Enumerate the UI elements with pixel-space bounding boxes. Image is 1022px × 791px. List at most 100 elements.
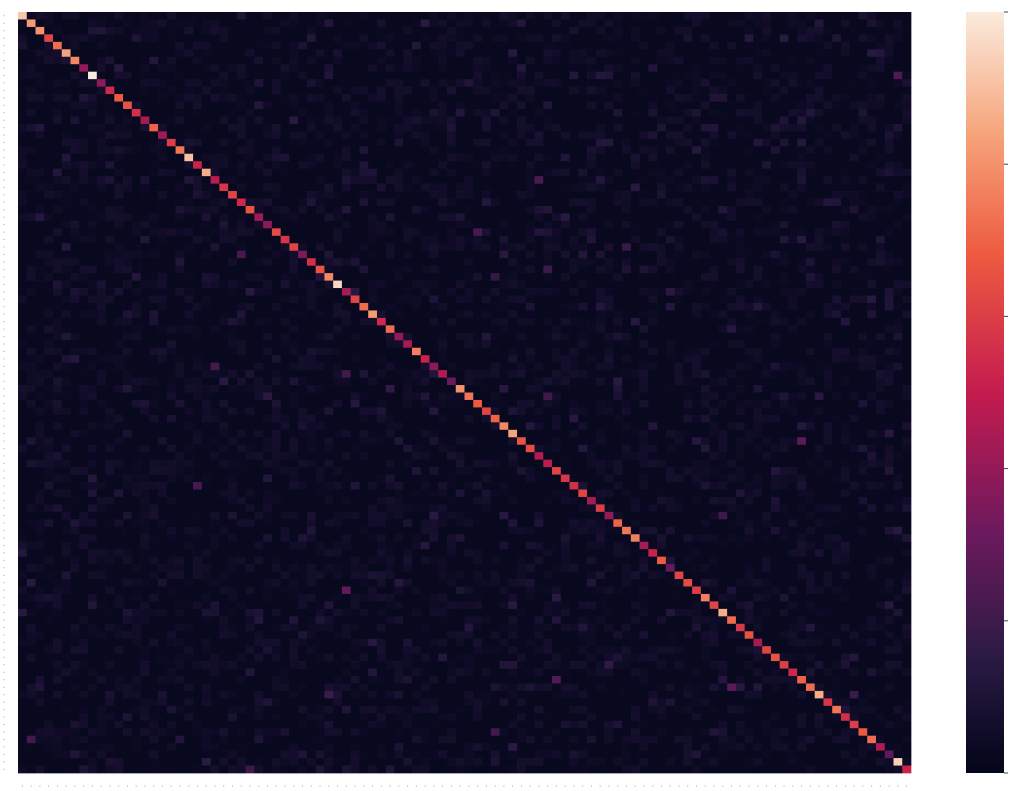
heatmap-cell <box>814 86 824 95</box>
heatmap-cell <box>289 220 299 229</box>
heatmap-cell <box>403 228 413 237</box>
heatmap-cell <box>490 49 500 58</box>
heatmap-cell <box>849 101 859 110</box>
heatmap-cell <box>788 228 798 237</box>
heatmap-cell <box>534 288 544 296</box>
heatmap-cell <box>867 325 877 334</box>
heatmap-cell <box>254 205 264 214</box>
heatmap-cell <box>595 302 605 311</box>
heatmap-cell <box>674 347 684 356</box>
heatmap-cell <box>823 198 833 207</box>
heatmap-cell <box>683 355 693 364</box>
heatmap-cell <box>814 243 824 252</box>
heatmap-cell <box>376 205 387 214</box>
heatmap-cell <box>578 370 588 378</box>
heatmap-cell <box>376 370 387 378</box>
heatmap-cell <box>271 64 281 73</box>
heatmap-cell <box>184 228 194 237</box>
heatmap-cell <box>254 310 264 319</box>
heatmap-cell <box>832 295 842 304</box>
heatmap-cell <box>630 288 640 296</box>
heatmap-cell <box>210 220 220 229</box>
heatmap-cell <box>193 295 203 304</box>
heatmap-cell <box>254 49 264 58</box>
heatmap-cell <box>849 138 859 147</box>
heatmap-cell <box>219 362 229 371</box>
heatmap-cell <box>359 325 369 334</box>
heatmap-cell <box>324 101 334 110</box>
heatmap-cell <box>508 220 518 229</box>
heatmap-cell <box>683 317 693 326</box>
heatmap-cell <box>455 153 465 162</box>
heatmap-cell <box>359 191 369 199</box>
heatmap-cell <box>508 325 518 334</box>
heatmap-cell <box>587 191 597 199</box>
heatmap-cell <box>718 64 728 73</box>
heatmap-cell <box>105 183 115 192</box>
heatmap-cell <box>455 94 465 102</box>
heatmap-cell <box>543 243 553 252</box>
heatmap-cell <box>552 101 562 110</box>
heatmap-cell <box>298 325 308 334</box>
heatmap-cell <box>482 317 492 326</box>
heatmap-cell <box>630 250 640 259</box>
heatmap-cell <box>578 116 588 125</box>
heatmap-cell <box>805 146 816 155</box>
heatmap-cell <box>814 332 824 341</box>
heatmap-cell <box>184 235 194 244</box>
heatmap-cell <box>709 310 719 319</box>
heatmap-cell <box>333 86 343 95</box>
heatmap-cell <box>630 146 640 155</box>
heatmap-cell <box>525 273 535 281</box>
heatmap-cell <box>587 325 597 334</box>
heatmap-cell <box>61 41 71 50</box>
heatmap-cell <box>210 347 220 356</box>
heatmap-cell <box>525 94 535 102</box>
heatmap-cell <box>263 235 273 244</box>
heatmap-cell <box>359 123 369 132</box>
heatmap-cell <box>455 310 465 319</box>
heatmap-cell <box>315 317 325 326</box>
heatmap-cell <box>70 332 80 341</box>
heatmap-cell <box>341 347 352 356</box>
heatmap-cell <box>867 295 877 304</box>
heatmap-cell <box>622 288 632 296</box>
heatmap-cell <box>271 302 281 311</box>
heatmap-cell <box>858 64 868 73</box>
heatmap-cell <box>193 310 203 319</box>
heatmap-cell <box>271 153 281 162</box>
heatmap-cell <box>403 280 413 289</box>
heatmap-cell <box>630 49 640 58</box>
heatmap-cell <box>18 26 28 35</box>
heatmap-cell <box>858 131 868 140</box>
heatmap-cell <box>26 49 36 58</box>
heatmap-cell <box>289 265 299 274</box>
heatmap-cell <box>534 213 544 222</box>
heatmap-cell <box>123 49 133 58</box>
heatmap-cell <box>455 191 465 199</box>
heatmap-cell <box>875 64 886 73</box>
heatmap-cell <box>140 79 150 87</box>
heatmap-cell <box>26 362 36 371</box>
heatmap-cell <box>525 355 535 364</box>
heatmap-cell <box>587 355 597 364</box>
heatmap-cell <box>875 317 886 326</box>
heatmap-cell <box>105 273 115 281</box>
heatmap-cell <box>368 355 378 364</box>
heatmap-cell <box>149 101 159 110</box>
heatmap-cell <box>744 176 754 184</box>
heatmap-cell <box>762 362 772 371</box>
heatmap-cell <box>744 64 754 73</box>
heatmap-cell <box>429 362 439 371</box>
heatmap-cell <box>324 302 334 311</box>
heatmap-cell <box>770 176 781 184</box>
heatmap-cell <box>867 280 877 289</box>
heatmap-cell <box>525 116 535 125</box>
heatmap-cell <box>648 362 658 371</box>
heatmap-cell <box>840 108 851 117</box>
heatmap-cell <box>271 198 281 207</box>
heatmap-cell <box>131 325 141 334</box>
heatmap-cell <box>376 220 387 229</box>
heatmap-cell <box>350 138 360 147</box>
heatmap-cell <box>254 370 264 378</box>
